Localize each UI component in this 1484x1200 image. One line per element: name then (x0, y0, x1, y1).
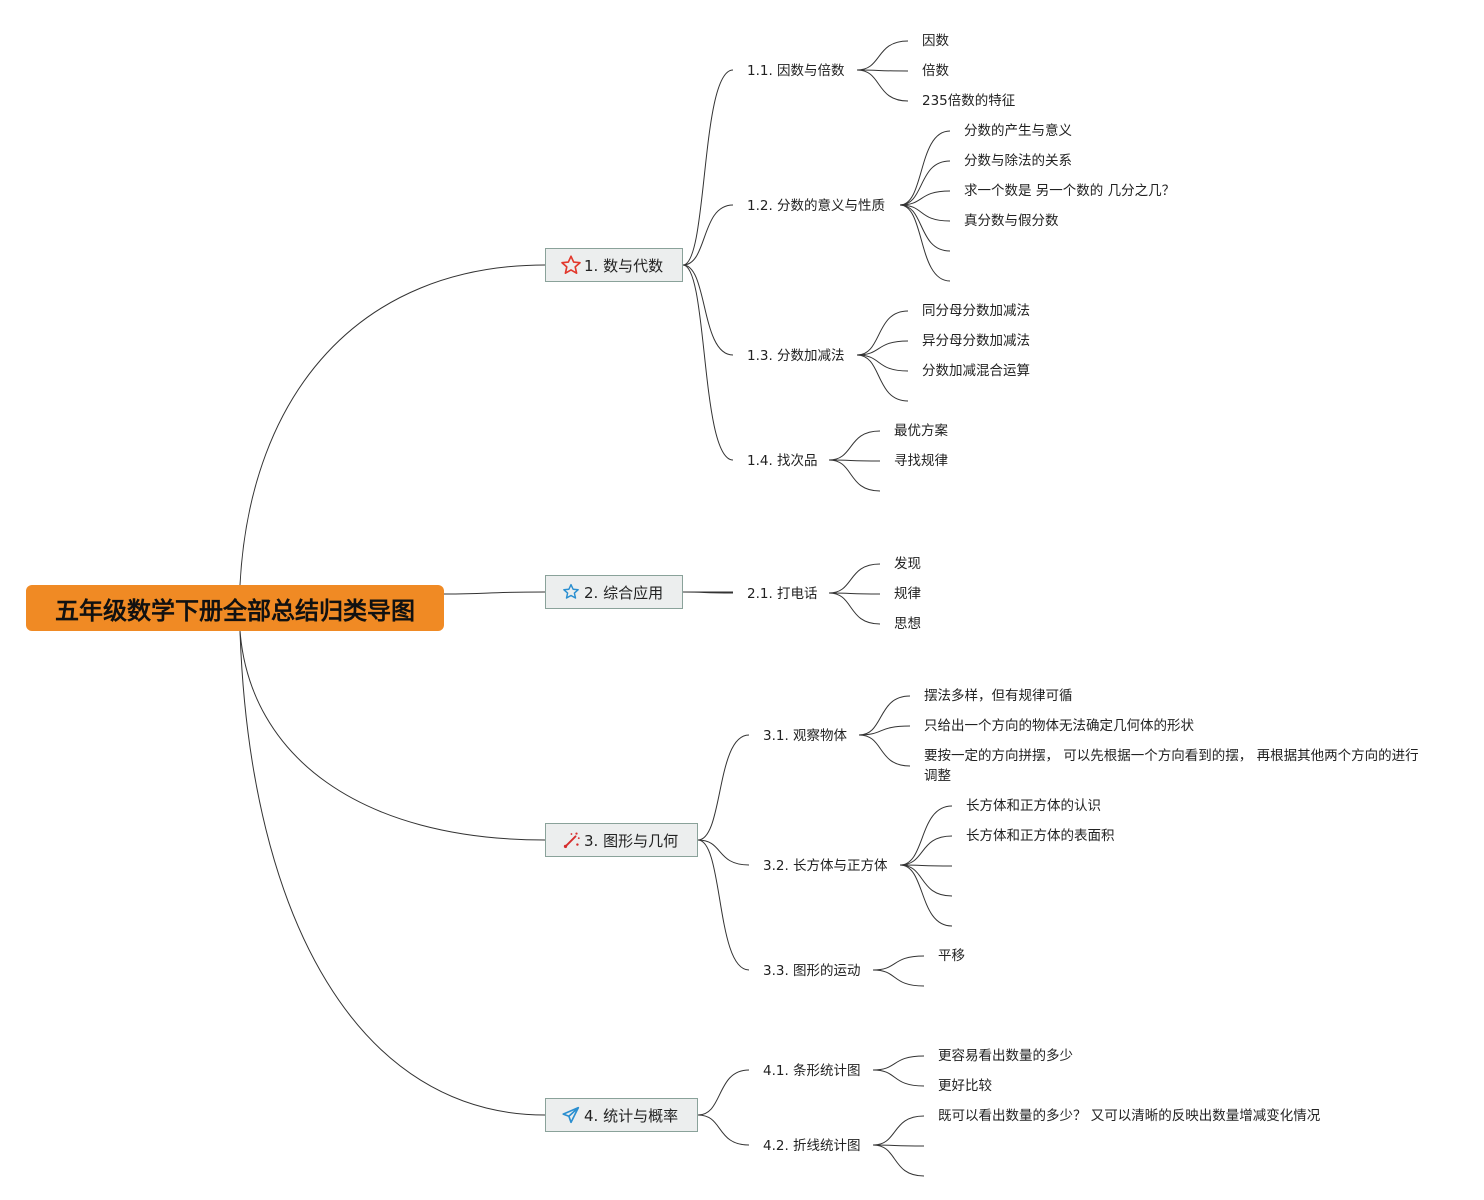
subtopic-2-1[interactable]: 2.1. 打电话 (747, 586, 818, 602)
leaf-line (872, 1115, 925, 1146)
branch-3-to-sub-line (697, 839, 750, 971)
leaf-line (872, 955, 925, 971)
subtopic-4-2[interactable]: 4.2. 折线统计图 (763, 1138, 861, 1154)
paper-plane-icon (560, 1104, 582, 1126)
leaf-line (856, 40, 909, 71)
root-to-branch-3-line (239, 630, 546, 841)
leaf-line (828, 430, 881, 461)
leaf-line (856, 69, 909, 102)
leaf-line (858, 725, 911, 736)
subtopic-3-1[interactable]: 3.1. 观察物体 (763, 728, 848, 744)
branch-4-to-sub-line (697, 1069, 750, 1116)
leaf-line (872, 1069, 925, 1087)
subtopic-1-1[interactable]: 1.1. 因数与倍数 (747, 63, 845, 79)
branch-3-to-sub-line (697, 839, 750, 866)
leaf[interactable]: 思想 (894, 616, 921, 632)
subtopic-3-3[interactable]: 3.3. 图形的运动 (763, 963, 861, 979)
branch-3-to-sub-line (697, 734, 750, 841)
leaf-line (899, 204, 951, 222)
leaf[interactable]: 分数的产生与意义 (964, 123, 1072, 139)
branch-1-to-sub-line (682, 264, 734, 356)
leaf-line (856, 69, 909, 72)
leaf-line (828, 592, 881, 595)
branch-1-to-sub-line (682, 264, 734, 461)
leaf[interactable]: 235倍数的特征 (922, 93, 1016, 109)
leaf-line (828, 459, 881, 462)
branch-1-to-sub-line (682, 69, 734, 266)
leaf-line (828, 459, 881, 492)
leaf-line (856, 354, 909, 372)
leaf[interactable]: 因数 (922, 33, 949, 49)
leaf-line (872, 969, 925, 987)
subtopic-4-1[interactable]: 4.1. 条形统计图 (763, 1063, 861, 1079)
branch-topic-geometry[interactable]: 3. 图形与几何 (545, 823, 698, 857)
leaf-line (899, 190, 951, 206)
leaf-line (899, 204, 951, 252)
leaf[interactable]: 更容易看出数量的多少 (938, 1048, 1073, 1064)
subtopic-1-4[interactable]: 1.4. 找次品 (747, 453, 818, 469)
leaf[interactable]: 摆法多样，但有规律可循 (924, 688, 1073, 704)
leaf[interactable]: 长方体和正方体的表面积 (966, 828, 1115, 844)
leaf[interactable]: 要按一定的方向拼摆， 可以先根据一个方向看到的摆， 再根据其他两个方向的进行调整 (924, 748, 1419, 784)
root-to-branch-2-line (443, 591, 546, 595)
leaf[interactable]: 平移 (938, 948, 965, 964)
subtopic-3-2[interactable]: 3.2. 长方体与正方体 (763, 858, 888, 874)
leaf-line (899, 864, 953, 897)
root-to-branch-4-line (239, 630, 546, 1116)
leaf[interactable]: 求一个数是 另一个数的 几分之几？ (964, 183, 1176, 199)
branch-topic-numbers-algebra[interactable]: 1. 数与代数 (545, 248, 683, 282)
leaf-line (872, 1055, 925, 1071)
leaf-line (856, 310, 909, 356)
leaf[interactable]: 既可以看出数量的多少？ 又可以清晰的反映出数量增减变化情况 (938, 1108, 1321, 1124)
leaf[interactable]: 发现 (894, 556, 921, 572)
leaf-line (858, 734, 911, 767)
leaf[interactable]: 长方体和正方体的认识 (966, 798, 1101, 814)
leaf-line (856, 354, 909, 402)
branch-4-to-sub-line (697, 1114, 750, 1146)
leaf-line (899, 204, 951, 282)
leaf-line (899, 864, 953, 927)
subtopic-1-2[interactable]: 1.2. 分数的意义与性质 (747, 198, 886, 214)
leaf[interactable]: 同分母分数加减法 (922, 303, 1030, 319)
star-outline-icon (560, 581, 582, 603)
leaf-line (899, 805, 953, 866)
subtopic-1-3[interactable]: 1.3. 分数加减法 (747, 348, 845, 364)
root-topic[interactable]: 五年级数学下册全部总结归类导图 (26, 585, 444, 631)
branch-label: 2. 综合应用 (584, 583, 664, 602)
branch-topic-statistics[interactable]: 4. 统计与概率 (545, 1098, 698, 1132)
leaf[interactable]: 更好比较 (938, 1078, 992, 1094)
leaf[interactable]: 寻找规律 (894, 453, 948, 469)
leaf-line (828, 592, 881, 625)
leaf-line (872, 1144, 925, 1177)
leaf[interactable]: 最优方案 (894, 423, 948, 439)
branch-topic-applications[interactable]: 2. 综合应用 (545, 575, 683, 609)
branch-1-to-sub-line (682, 204, 734, 266)
leaf[interactable]: 只给出一个方向的物体无法确定几何体的形状 (924, 718, 1194, 734)
leaf-line (899, 130, 951, 206)
leaf[interactable]: 分数与除法的关系 (964, 153, 1072, 169)
branch-label: 4. 统计与概率 (584, 1106, 679, 1125)
leaf[interactable]: 倍数 (922, 63, 949, 79)
branch-label: 3. 图形与几何 (584, 831, 679, 850)
star-icon (560, 254, 582, 276)
leaf-line (899, 864, 953, 867)
leaf-line (858, 695, 911, 736)
leaf-line (872, 1144, 925, 1147)
leaf-line (899, 835, 953, 866)
leaf[interactable]: 规律 (894, 586, 921, 602)
root-to-branch-1-line (239, 264, 546, 586)
branch-label: 1. 数与代数 (584, 256, 664, 275)
leaf[interactable]: 异分母分数加减法 (922, 333, 1030, 349)
leaf-line (856, 340, 909, 356)
leaf[interactable]: 真分数与假分数 (964, 213, 1059, 229)
leaf[interactable]: 分数加减混合运算 (922, 363, 1030, 379)
leaf-line (899, 160, 951, 206)
magic-wand-icon (560, 829, 582, 851)
leaf-line (828, 563, 881, 594)
